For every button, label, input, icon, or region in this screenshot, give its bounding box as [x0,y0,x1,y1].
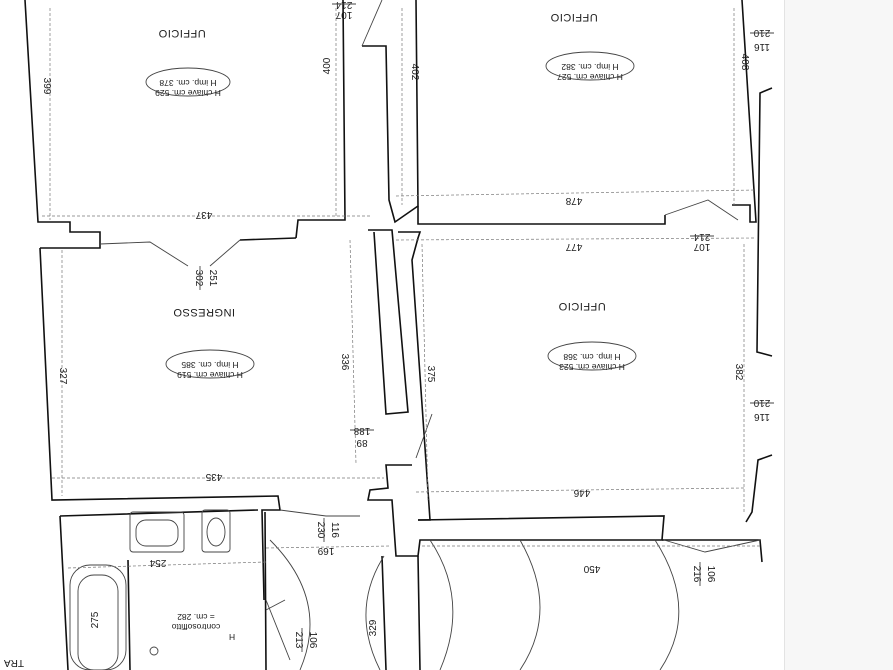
dim-275: 275 [90,611,101,628]
wall-corridor-lower [264,511,421,670]
dim-302: 302 [193,270,204,287]
room-label-entrance: INGRESSO [173,306,235,318]
dim-214-mid: 214 [693,231,710,242]
dimension-lines [42,8,762,569]
dim-254: 254 [149,557,166,568]
wall-top-left-room [24,0,101,244]
door-knob [149,646,159,656]
dim-210-mid: 210 [753,397,770,408]
door-top-right [664,199,739,221]
dim-89: 89 [356,437,368,448]
dim-382: 382 [733,364,744,381]
door-bathroom [265,599,291,661]
dim-478: 478 [565,195,582,206]
dim-329: 329 [368,619,379,636]
bathroom-note-3: = cm. 282 [177,612,215,622]
wall-central-block [362,0,419,224]
wall-top-right-room-right [732,0,757,223]
door-entrance-left [99,241,189,267]
height-note-top-right-2: H chiave cm. 527 [557,72,623,82]
dim-216: 216 [691,566,702,583]
dim-210-top: 210 [753,27,770,38]
bathroom-note-2: controsoffitto [171,622,220,632]
bidet [201,509,231,553]
wall-central-block-lower [368,229,409,415]
bathroom-note-1: H [229,632,235,642]
door-office-lower [415,413,433,459]
dim-116-mid: 116 [754,411,770,422]
dim-106-right: 106 [705,566,716,583]
bidet-bowl [206,517,226,547]
door-top [361,0,383,47]
room-label-top-right: UFFICIO [550,11,598,23]
bathtub [69,564,127,670]
dim-107-mid: 107 [693,241,710,252]
dim-450: 450 [583,563,600,574]
bathtub-inner [77,574,119,670]
dim-477: 477 [565,241,582,252]
room-label-middle-right: UFFICIO [558,300,606,312]
wall-top-left-room-right [295,0,346,239]
dim-116-top: 116 [754,41,770,52]
dim-408: 408 [739,54,750,71]
height-note-middle-right-1: H imp. cm. 368 [563,352,620,362]
room-label-top-left: UFFICIO [158,27,206,39]
height-oval-entrance [165,349,255,379]
dim-251: 251 [207,270,218,287]
dim-336: 336 [339,354,350,371]
height-oval-middle-right [547,341,637,371]
dim-213: 213 [293,632,304,649]
height-note-entrance-2: H chiave cm. 519 [177,370,243,380]
dim-214-top: 214 [335,0,352,10]
door-entrance-right [209,239,241,267]
washbasin [129,511,185,553]
door-bottom-right [663,539,761,553]
dim-435: 435 [205,471,222,482]
wall-entrance-top-right [239,237,297,241]
dim-230: 230 [315,522,326,539]
dim-188: 188 [353,425,370,436]
room-labels: UFFICIO UFFICIO INGRESSO UFFICIO [158,11,606,318]
walls [24,0,773,670]
dim-327: 327 [57,368,68,385]
dimension-labels: 107 214 399 400 402 408 116 210 437 478 … [4,0,774,668]
dim-399: 399 [41,78,52,95]
wall-entrance-room [39,244,281,601]
edge-text: TRA [4,657,24,668]
fixtures [69,509,231,670]
height-note-top-left-2: H chiave cm. 529 [155,88,221,98]
doors [99,0,761,670]
dim-437: 437 [195,209,212,220]
wall-office-right-bottom [367,464,665,557]
page-margin [784,0,893,670]
dim-375: 375 [425,366,436,383]
height-note-top-right-1: H imp. cm. 382 [561,62,618,72]
door-swing-arcs [269,539,680,670]
height-note-middle-right-2: H chiave cm. 523 [559,362,625,372]
washbasin-bowl [135,519,179,547]
height-notes: H imp. cm. 378 H chiave cm. 529 H imp. c… [145,51,637,642]
height-note-entrance-1: H imp. cm. 385 [181,360,238,370]
door-lower-center [279,509,360,517]
wall-bottom-right [662,539,763,563]
wall-bathroom [59,509,259,670]
height-oval-top-left [145,67,231,97]
wall-right-side [756,87,773,357]
dim-402: 402 [409,64,420,81]
height-note-top-left-1: H imp. cm. 378 [159,78,216,88]
height-oval-top-right [545,51,635,81]
wall-right-side-lower [745,454,773,523]
dim-107-top: 107 [335,9,352,20]
dim-169: 169 [317,545,334,556]
dim-116-low: 116 [329,522,340,538]
dim-400: 400 [322,57,333,74]
dim-446: 446 [573,487,590,498]
wall-top-right-room-bottom [417,206,666,225]
dim-106-low: 106 [307,632,318,649]
